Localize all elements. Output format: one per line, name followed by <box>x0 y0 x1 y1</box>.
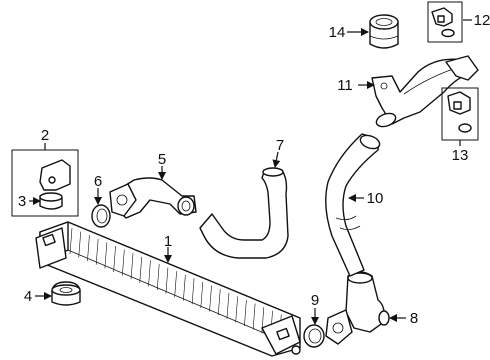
cooler-fin <box>174 271 177 298</box>
cooler-fin <box>200 281 204 309</box>
cooler-fin <box>183 274 186 301</box>
callout-5: 5 <box>158 151 166 168</box>
cooler-fin <box>113 245 116 273</box>
cooler-fin <box>252 303 256 330</box>
callout-3: 3 <box>18 193 26 210</box>
callout-1: 1 <box>164 233 172 250</box>
cooler-fin <box>87 235 90 262</box>
outlet-hose-drawing <box>325 133 381 277</box>
inlet-hose-drawing <box>199 167 289 259</box>
intercooler-drawing <box>35 221 301 357</box>
cooler-fin <box>139 256 143 283</box>
cooler-fin <box>148 260 151 287</box>
sensor-upper-frame <box>427 1 463 43</box>
callout-2: 2 <box>41 127 49 144</box>
callout-7: 7 <box>276 137 284 154</box>
cooler-fin <box>69 227 73 255</box>
cooler-fin <box>122 249 125 276</box>
mount-cushion-drawing <box>51 281 81 306</box>
callout-4: 4 <box>24 288 32 305</box>
cooler-fin <box>209 285 212 312</box>
sensor-upper-drawing <box>431 7 455 38</box>
sensor-lower-drawing <box>447 91 472 133</box>
callout-14: 14 <box>329 24 346 41</box>
bracket-drawing <box>39 159 71 210</box>
outlet-o-ring-drawing <box>303 324 325 348</box>
inlet-pipe-drawing <box>109 177 197 219</box>
cooler-fin <box>156 263 160 291</box>
throttle-pipe-drawing <box>371 55 479 128</box>
cooler-fin <box>244 299 247 327</box>
cooler-fin <box>130 253 134 280</box>
cooler-fin <box>165 267 169 294</box>
cooler-fin <box>191 278 195 305</box>
cooler-fin <box>95 238 99 265</box>
callout-12: 12 <box>474 12 490 29</box>
filter-element-drawing <box>369 14 399 49</box>
callout-9: 9 <box>311 292 319 309</box>
callout-11: 11 <box>337 77 353 94</box>
callout-6: 6 <box>94 173 102 190</box>
cooler-fin <box>235 296 238 323</box>
outlet-pipe-drawing <box>325 271 390 345</box>
inlet-o-ring-drawing <box>91 204 111 228</box>
cooler-fin <box>104 242 108 269</box>
callout-10: 10 <box>367 190 384 207</box>
cooler-fin <box>226 292 230 319</box>
cooler-fin <box>217 289 221 316</box>
cooler-fin <box>78 231 82 258</box>
callout-13: 13 <box>452 147 469 164</box>
callout-8: 8 <box>410 310 418 327</box>
